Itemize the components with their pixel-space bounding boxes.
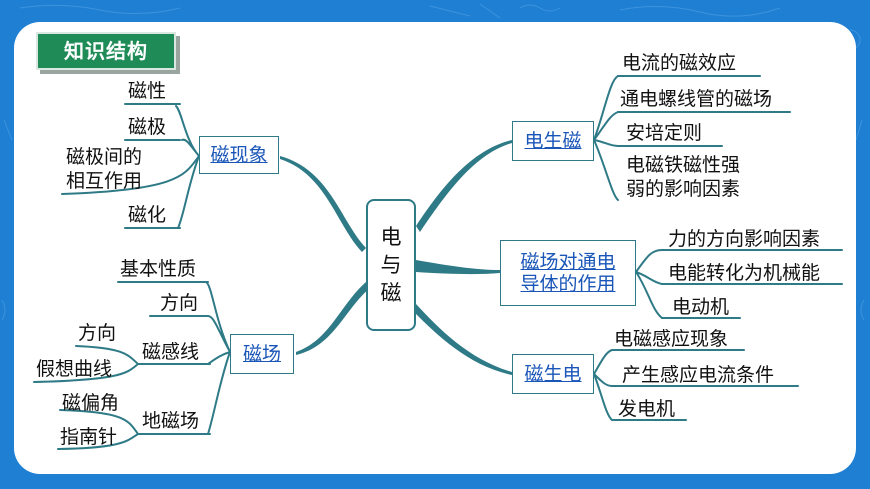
leaf-luoxianguan-cichang: 通电螺线管的磁场	[620, 88, 773, 110]
branch-mag-to-elec-link[interactable]: 磁生电	[512, 354, 594, 394]
section-title: 知识结构	[36, 32, 176, 70]
leaf-dianneng-zhuanhua: 电能转化为机械能	[668, 262, 821, 284]
leaf-diancitie-line2: 弱的影响因素	[626, 178, 741, 200]
leaf-li-fangxiang: 力的方向影响因素	[668, 228, 821, 250]
leaf-dicichang: 地磁场	[142, 410, 200, 432]
leaf-cijijian-line1: 磁极间的	[66, 146, 143, 168]
leaf-fadianji: 发电机	[618, 398, 676, 420]
leaf-zhinanzhen: 指南针	[60, 426, 118, 448]
leaf-ciji: 磁极	[128, 116, 167, 138]
leaf-anpei-dingze: 安培定则	[626, 122, 703, 144]
leaf-cihua: 磁化	[128, 204, 167, 226]
content-card	[14, 22, 856, 474]
branch-field-link[interactable]: 磁场	[230, 334, 294, 374]
leaf-jiaxiang-quxian: 假想曲线	[36, 358, 113, 380]
leaf-jiben-xingzhi: 基本性质	[120, 258, 197, 280]
center-char-2: 与	[380, 253, 402, 277]
leaf-cixing: 磁性	[128, 80, 167, 102]
branch-phenomenon-link[interactable]: 磁现象	[199, 136, 279, 174]
leaf-dianliu-cixiaoying: 电流的磁效应	[622, 52, 737, 74]
branch-force-label-line1: 磁场对通电	[520, 251, 616, 273]
leaf-fangxiang: 方向	[160, 292, 199, 314]
center-char-3: 磁	[380, 281, 402, 305]
branch-elec-to-mag-link[interactable]: 电生磁	[512, 121, 594, 161]
branch-force-label-line2: 导体的作用	[520, 273, 616, 295]
leaf-cipianjiao: 磁偏角	[62, 392, 120, 414]
leaf-diancitie-line1: 电磁铁磁性强	[626, 154, 741, 176]
leaf-ganying-dianliu-tiaojian: 产生感应电流条件	[622, 364, 775, 386]
center-char-1: 电	[380, 225, 402, 249]
leaf-cigan-xian: 磁感线	[142, 341, 200, 363]
branch-force-on-conductor-link[interactable]: 磁场对通电 导体的作用	[500, 240, 636, 306]
leaf-cigan-fangxiang: 方向	[78, 322, 117, 344]
leaf-diancigan-ying: 电磁感应现象	[614, 328, 729, 350]
leaf-diandongji: 电动机	[672, 296, 730, 318]
leaf-cijijian-line2: 相互作用	[66, 170, 143, 192]
center-topic-box: 电 与 磁	[366, 199, 416, 331]
